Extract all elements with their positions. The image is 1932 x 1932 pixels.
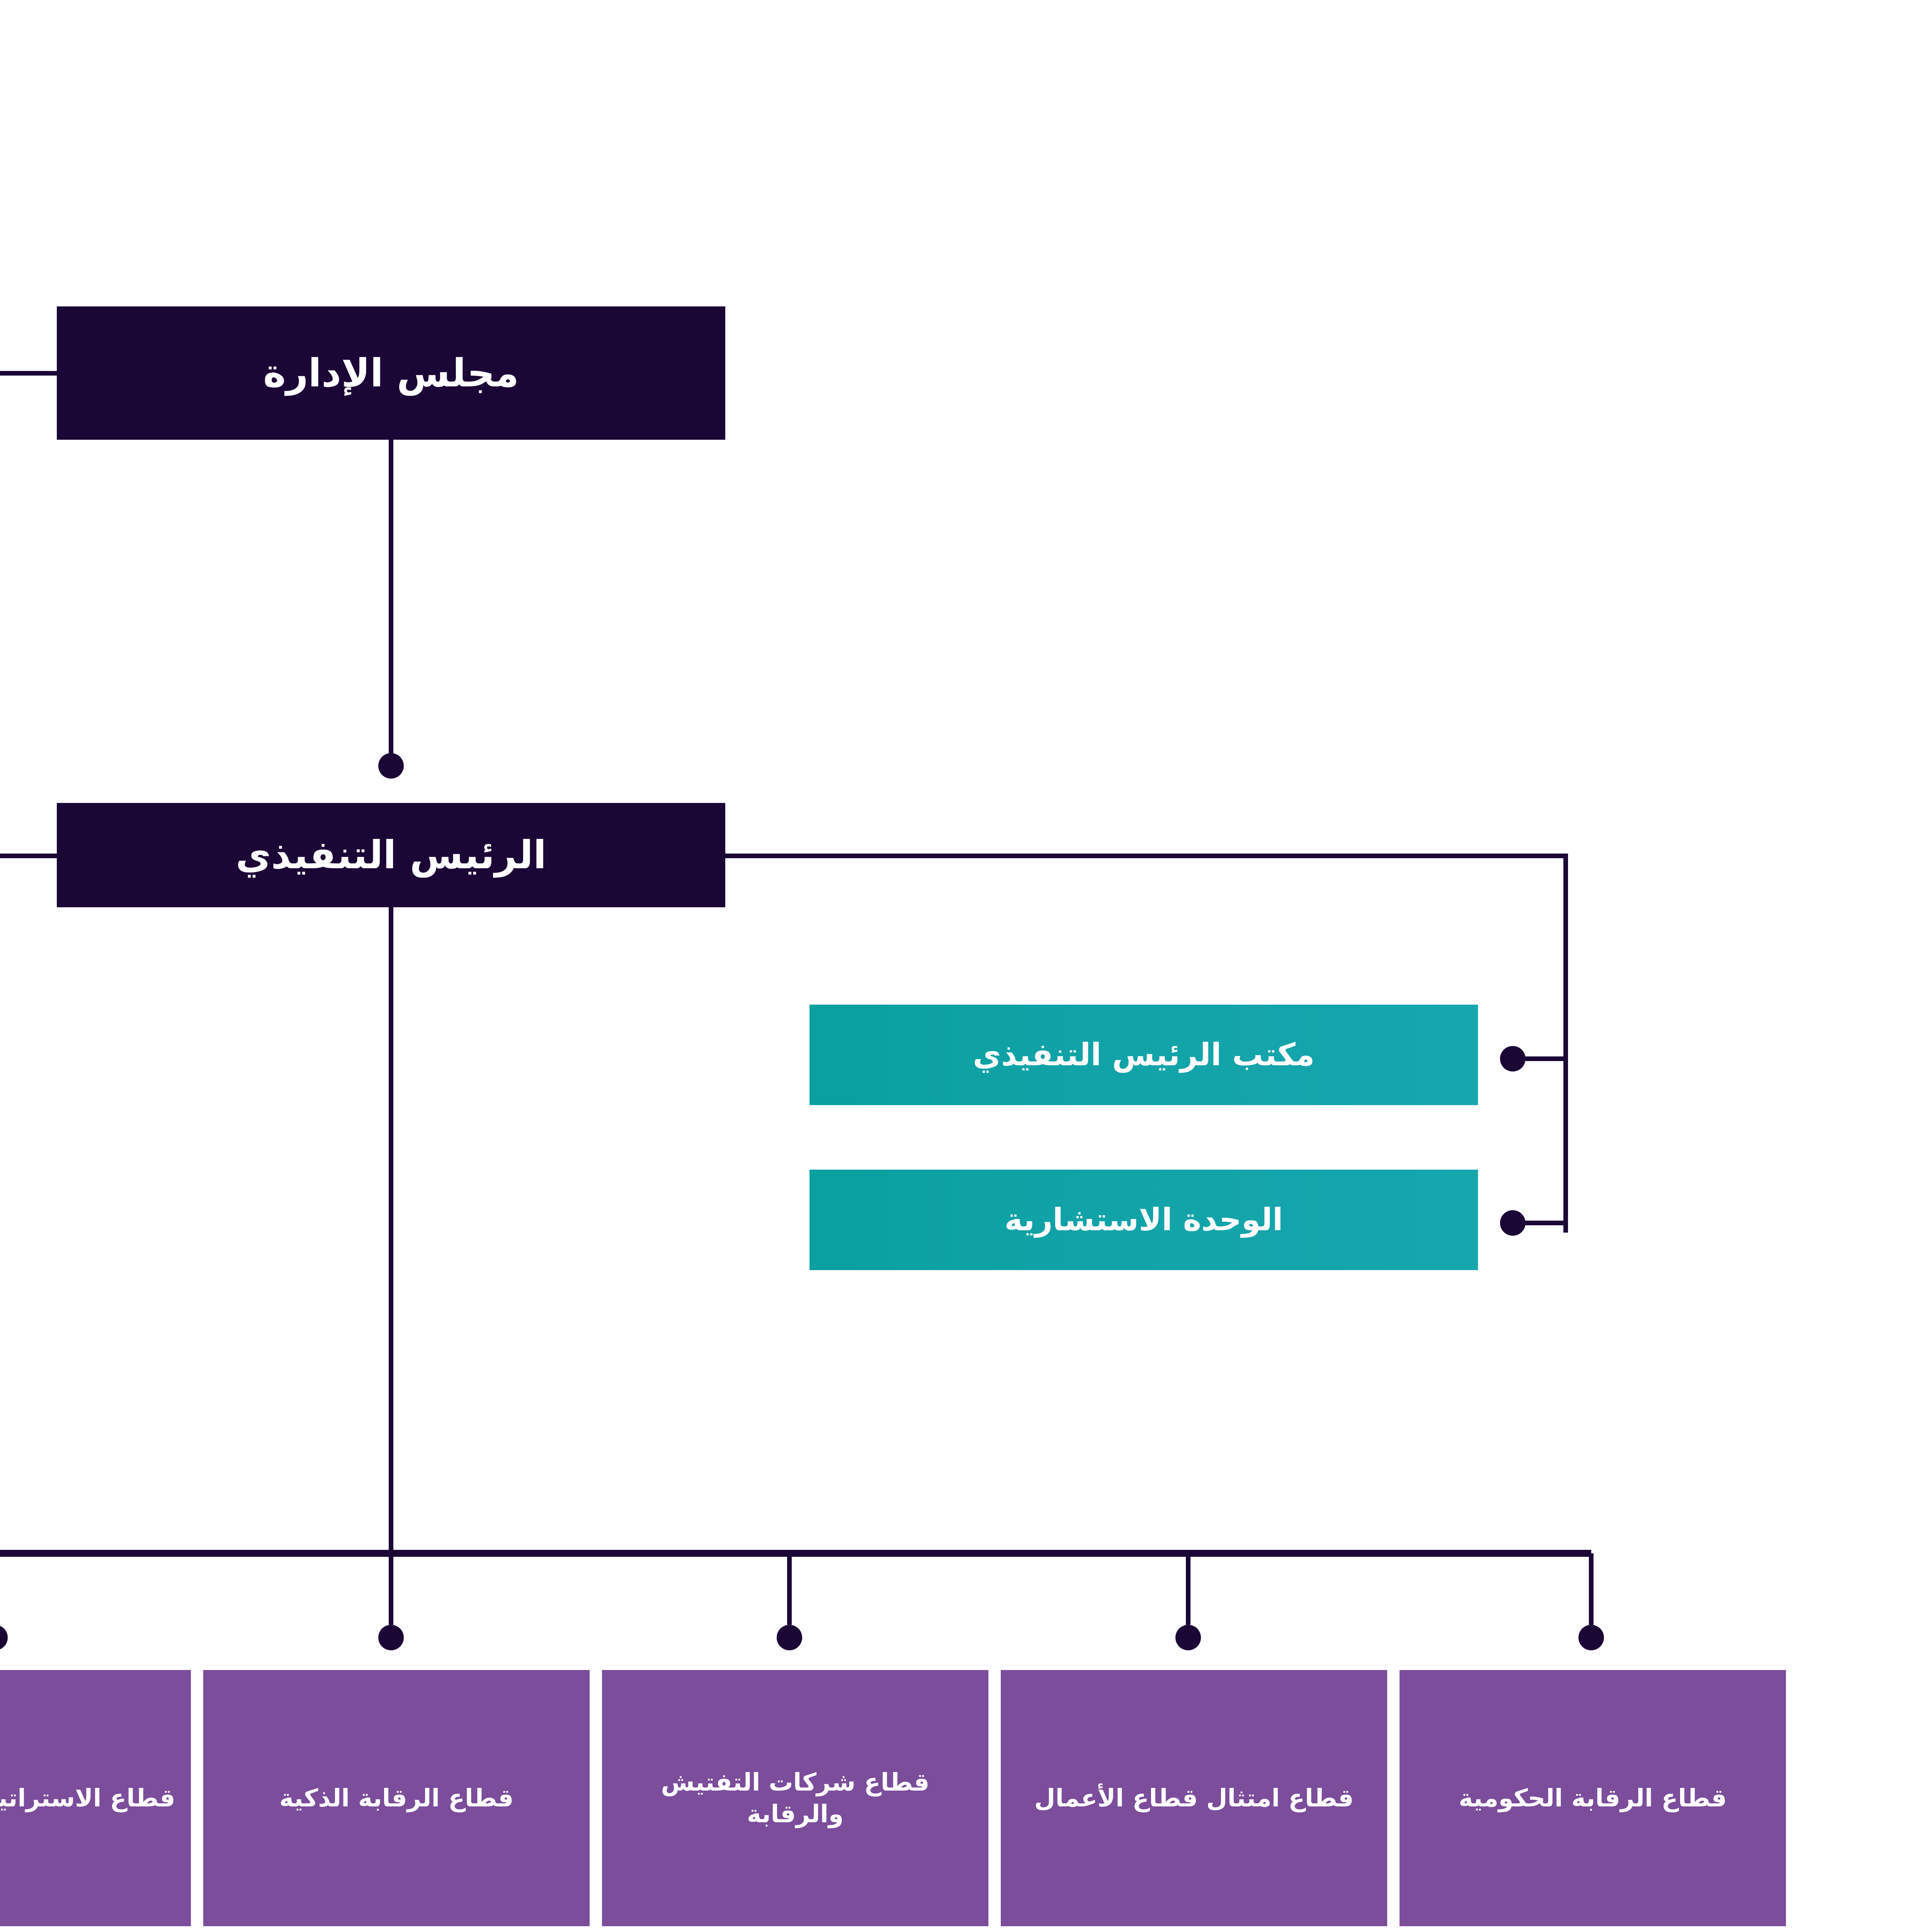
node-label: قطاع امتثال قطاع الأعمال (1034, 1784, 1354, 1812)
node-label: قطاع الاستراتيجية والاستدامة (0, 1784, 175, 1812)
node-sector-inspection-control-companies[interactable]: قطاع شركات التفتيش والرقابة (602, 1670, 988, 1926)
connector-board-to-secretariat (0, 371, 57, 376)
connector-dot-sector-4 (378, 1625, 404, 1650)
connector-ceo-left-trunk (0, 854, 57, 858)
node-sector-strategy-sustainability[interactable]: قطاع الاستراتيجية والاستدامة (0, 1670, 191, 1926)
connector-dot-sector-6 (1175, 1625, 1201, 1650)
node-label: الرئيس التنفيذي (235, 832, 547, 878)
node-advisory-unit[interactable]: الوحدة الاستشارية (810, 1170, 1478, 1270)
node-chief-executive-officer[interactable]: الرئيس التنفيذي (57, 803, 725, 907)
connector-dot-sector-7 (1578, 1625, 1604, 1650)
node-board-of-directors[interactable]: مجلس الإدارة (57, 306, 725, 440)
node-label: قطاع شركات التفتيش والرقابة (661, 1768, 930, 1828)
connector-dot-ceo-office (1500, 1046, 1526, 1071)
node-label: قطاع الرقابة الذكية (279, 1784, 514, 1812)
node-label: مجلس الإدارة (263, 350, 519, 396)
connector-dot-sector-5 (777, 1625, 802, 1650)
connector-dot-ceo (378, 753, 404, 779)
node-label: الوحدة الاستشارية (1004, 1202, 1283, 1238)
node-label: قطاع الرقابة الحكومية (1458, 1784, 1727, 1812)
node-sector-smart-oversight[interactable]: قطاع الرقابة الذكية (203, 1670, 590, 1926)
node-label: مكتب الرئيس التنفيذي (973, 1037, 1315, 1073)
connector-dot-advisory (1500, 1210, 1526, 1236)
node-ceo-office[interactable]: مكتب الرئيس التنفيذي (810, 1005, 1478, 1105)
connector-dot-sector-3 (0, 1626, 8, 1650)
node-sector-business-compliance[interactable]: قطاع امتثال قطاع الأعمال (1001, 1670, 1387, 1926)
node-sector-government-oversight[interactable]: قطاع الرقابة الحكومية (1400, 1670, 1786, 1926)
